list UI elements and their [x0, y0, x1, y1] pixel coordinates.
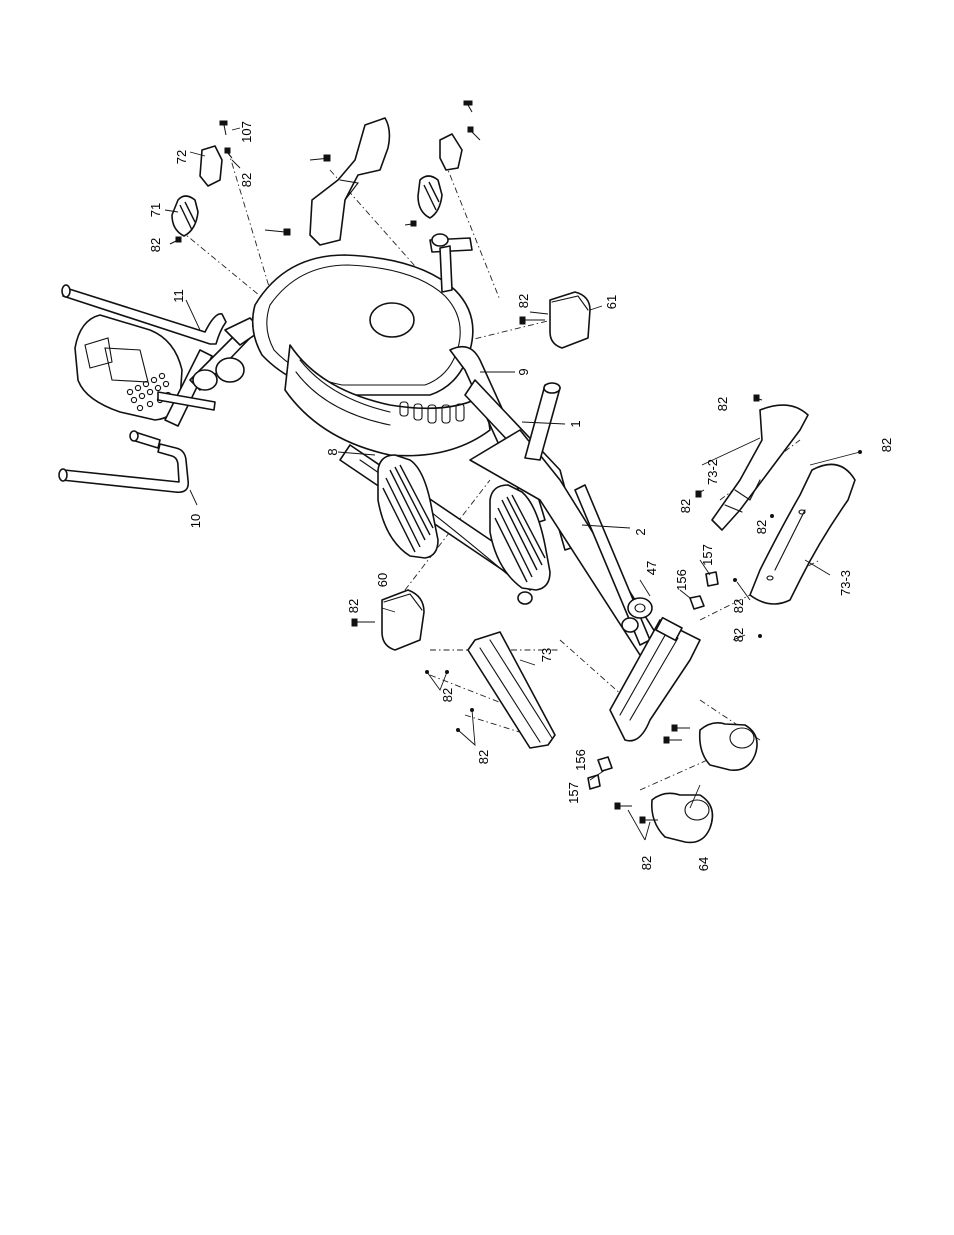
- callout-156-left: 156: [573, 749, 588, 771]
- callout-82-b: 82: [148, 238, 163, 252]
- callout-82-m: 82: [639, 856, 654, 870]
- console: [75, 315, 182, 420]
- callout-64: 64: [696, 857, 711, 871]
- side-cap-right-lower: [418, 176, 442, 218]
- side-cap-72: [200, 146, 222, 186]
- callout-82-a: 82: [239, 173, 254, 187]
- callout-2: 2: [633, 528, 648, 535]
- callout-107: 107: [239, 121, 254, 143]
- foot-rear-right: [700, 723, 757, 770]
- callout-71: 71: [148, 203, 163, 217]
- callout-73-3: 73-3: [838, 570, 853, 596]
- pedal-left: [378, 455, 438, 558]
- front-handlebar: [59, 431, 188, 492]
- foot-front-64: [652, 793, 713, 842]
- callout-157-left: 157: [566, 782, 581, 804]
- callout-73: 73: [539, 648, 554, 662]
- callout-8: 8: [325, 448, 340, 455]
- callout-10: 10: [188, 514, 203, 528]
- callout-82-j: 82: [346, 599, 361, 613]
- end-cap-61: [550, 292, 590, 348]
- callout-11: 11: [171, 289, 186, 303]
- callout-60: 60: [375, 573, 390, 587]
- callout-82-c: 82: [516, 294, 531, 308]
- callout-61: 61: [604, 295, 619, 309]
- rear-stabilizer: [610, 618, 700, 741]
- callout-82-l: 82: [476, 750, 491, 764]
- callout-9: 9: [516, 368, 531, 375]
- side-cap-71: [172, 196, 198, 236]
- side-cap-right-upper: [440, 134, 462, 170]
- end-cap-60: [382, 590, 424, 650]
- callout-1: 1: [568, 420, 583, 427]
- callout-82-d: 82: [715, 397, 730, 411]
- callout-82-f: 82: [678, 499, 693, 513]
- leveler-right: [690, 572, 718, 609]
- upper-shroud-cover: [310, 118, 389, 245]
- callout-157-right: 157: [700, 544, 715, 566]
- callout-82-g: 82: [754, 520, 769, 534]
- callout-73-2: 73-2: [705, 459, 720, 485]
- callout-82-k: 82: [440, 688, 455, 702]
- callout-47: 47: [644, 561, 659, 575]
- callout-82-e: 82: [879, 438, 894, 452]
- callout-82-h: 82: [731, 599, 746, 613]
- callout-156-right: 156: [674, 569, 689, 591]
- callout-82-i: 82: [731, 628, 746, 642]
- callout-72: 72: [174, 150, 189, 164]
